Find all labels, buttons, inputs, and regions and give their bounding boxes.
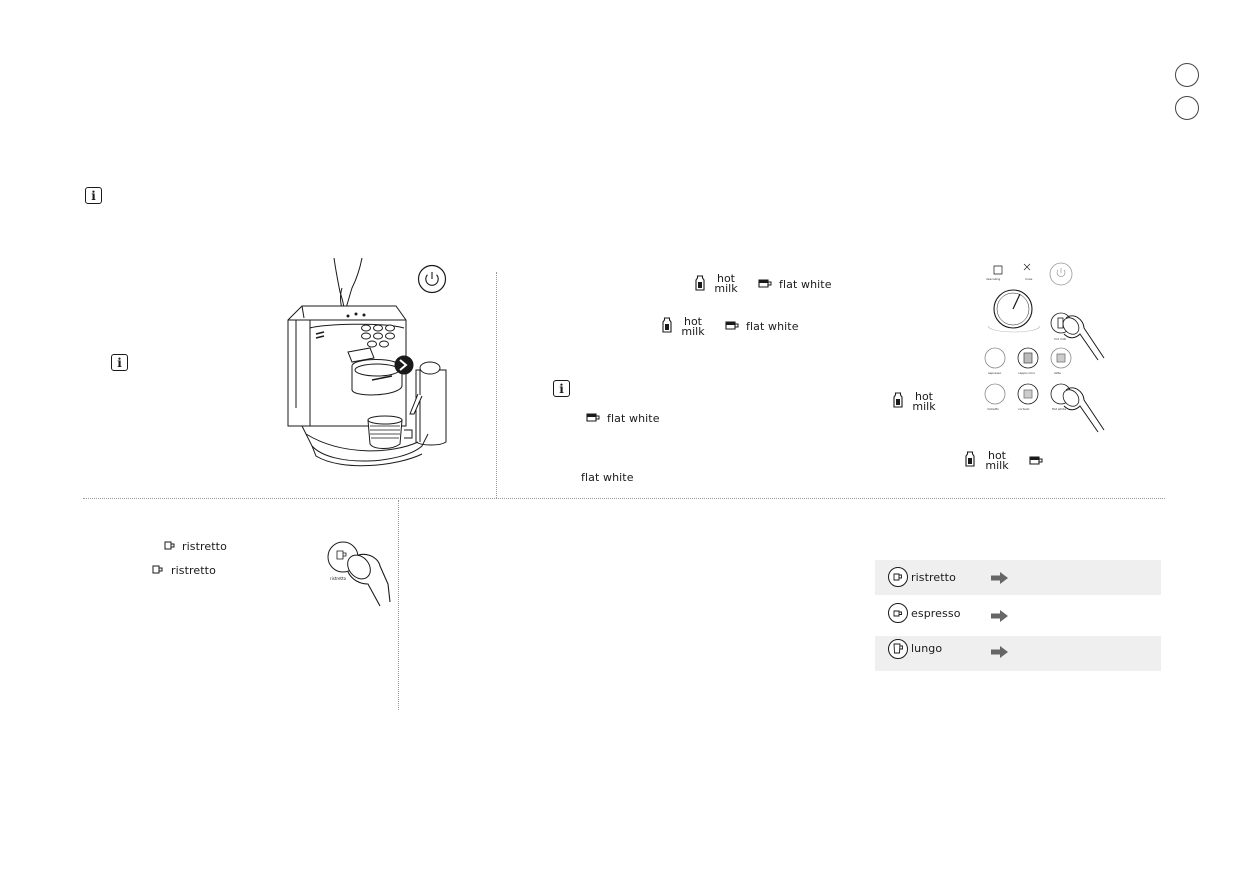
- cortado-mini-label: cortado: [1018, 407, 1030, 411]
- ristretto-label: ristretto: [182, 540, 227, 553]
- table-row-label: lungo: [911, 642, 943, 655]
- arrow-right-icon: [991, 610, 1008, 622]
- column-divider: [496, 272, 497, 498]
- ristretto-button-illustration: ristretto: [327, 541, 391, 607]
- hot-milk-mini-label: hot milk: [1054, 337, 1066, 341]
- latte-mini-label: latte: [1054, 371, 1061, 375]
- cappuccino-mini-label: cappuccino: [1018, 371, 1035, 375]
- flat-white-label: flat white: [779, 278, 832, 291]
- column-divider: [398, 500, 399, 710]
- flat-white-label: flat white: [581, 471, 634, 484]
- lungo-cup-icon[interactable]: [887, 638, 909, 660]
- info-icon: i: [85, 187, 102, 204]
- hot-milk-icon: [695, 275, 705, 291]
- row-divider: [83, 498, 1165, 499]
- ristretto-cup-icon: [152, 565, 163, 574]
- hot-milk-icon: [893, 392, 903, 408]
- espresso-cup-icon[interactable]: [887, 602, 909, 624]
- rinse-label: rinse: [1025, 277, 1033, 281]
- table-row-label: espresso: [911, 607, 961, 620]
- flat-white-cup-icon: [725, 321, 739, 330]
- info-icon: i: [553, 380, 570, 397]
- ristretto-cup-icon[interactable]: [887, 566, 909, 588]
- table-row-label: ristretto: [911, 571, 956, 584]
- power-icon: [417, 264, 447, 294]
- ristretto-label: ristretto: [171, 564, 216, 577]
- info-icon: i: [111, 354, 128, 371]
- flat-white-cup-icon: [1029, 456, 1043, 465]
- table-row: [875, 560, 1161, 595]
- language-tab-circle: [1175, 63, 1199, 87]
- hot-milk-icon: [662, 317, 672, 333]
- espresso-mini-label: espresso: [988, 371, 1001, 375]
- control-panel-illustration: descaling rinse hot milk espresso cappuc…: [984, 262, 1105, 433]
- hot-milk-icon: [965, 451, 975, 467]
- table-row: [875, 636, 1161, 671]
- coffee-machine-illustration: [287, 258, 447, 467]
- language-tab-circle: [1175, 96, 1199, 120]
- flat-white-label: flat white: [607, 412, 660, 425]
- ristretto-button-caption: ristretto: [330, 576, 347, 581]
- ristretto-cup-icon: [164, 541, 175, 550]
- arrow-right-icon: [991, 572, 1008, 584]
- arrow-right-icon: [991, 646, 1008, 658]
- ristretto-mini-label: ristretto: [987, 407, 999, 411]
- descaling-label: descaling: [986, 277, 1000, 281]
- flat-white-cup-icon: [586, 413, 600, 422]
- flat-white-label: flat white: [746, 320, 799, 333]
- flat-white-mini-label: flat white: [1052, 407, 1066, 411]
- flat-white-cup-icon: [758, 279, 772, 288]
